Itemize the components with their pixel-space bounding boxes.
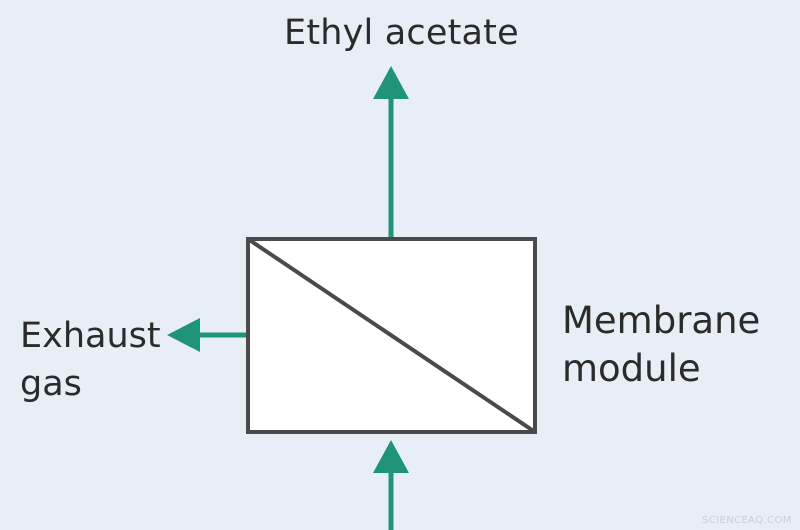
left-arrow-head (167, 318, 200, 352)
exhaust-gas-label: Exhaust gas (20, 312, 161, 408)
top-arrow-head (373, 66, 409, 99)
exhaust-label-line2: gas (20, 364, 82, 404)
membrane-label-line1: Membrane (562, 299, 761, 342)
membrane-diagonal (246, 237, 537, 434)
ethyl-acetate-label: Ethyl acetate (284, 13, 519, 53)
membrane-label-line2: module (562, 347, 701, 390)
exhaust-label-line1: Exhaust (20, 316, 161, 356)
watermark: SCIENCEAQ.COM (702, 515, 792, 526)
membrane-module-label: Membrane module (562, 297, 760, 393)
bottom-arrow-head (373, 440, 409, 473)
